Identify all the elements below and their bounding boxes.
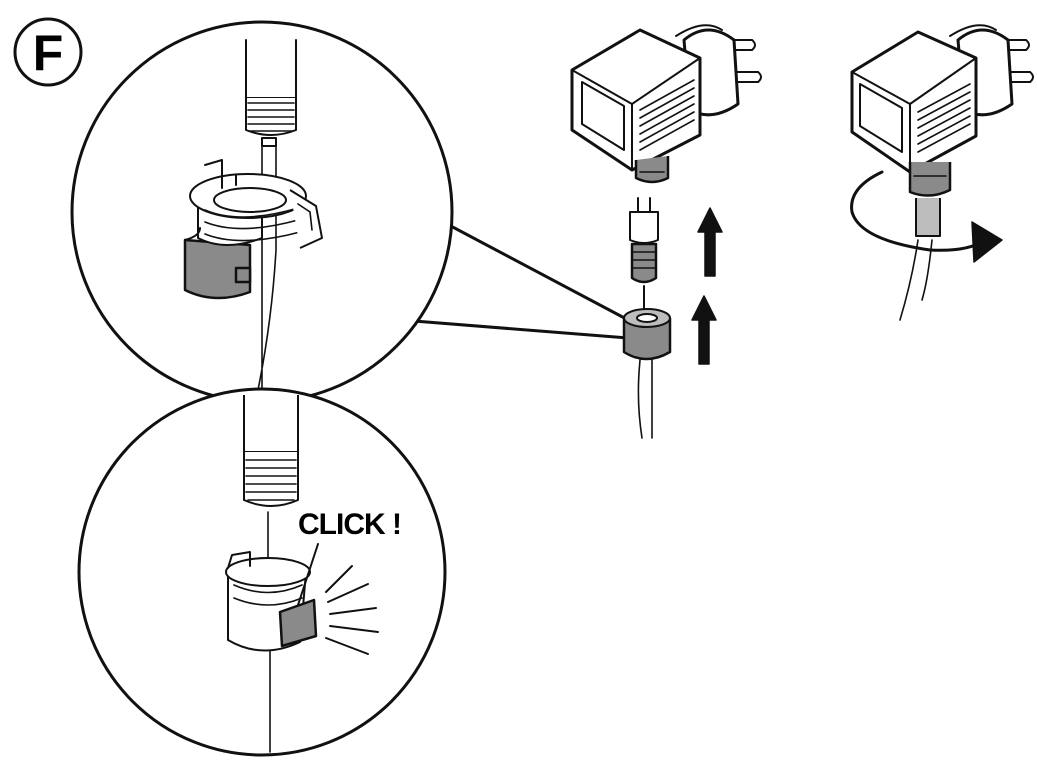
cable-connector-middle xyxy=(629,197,659,313)
click-burst-lines xyxy=(325,565,379,655)
click-label: CLICK ! xyxy=(298,508,401,541)
cable-fitting-bottom xyxy=(243,395,299,753)
detail-circle-top xyxy=(70,20,454,404)
plug-adapter-left xyxy=(570,24,762,184)
click-callout: CLICK ! xyxy=(297,508,402,606)
collar-nut-middle xyxy=(622,308,672,439)
plug-adapter-right xyxy=(850,24,1034,321)
collar-nut-top xyxy=(183,159,323,300)
collar-nut-bottom xyxy=(225,551,318,652)
step-letter: F xyxy=(33,25,64,81)
up-arrow-icon xyxy=(697,207,723,277)
rotate-arrow-icon xyxy=(850,170,1003,263)
detail-circle-bottom: CLICK ! xyxy=(77,387,447,757)
cable-fitting-top xyxy=(245,39,297,391)
step-badge: F xyxy=(13,17,83,87)
up-arrow-icon xyxy=(691,295,717,365)
